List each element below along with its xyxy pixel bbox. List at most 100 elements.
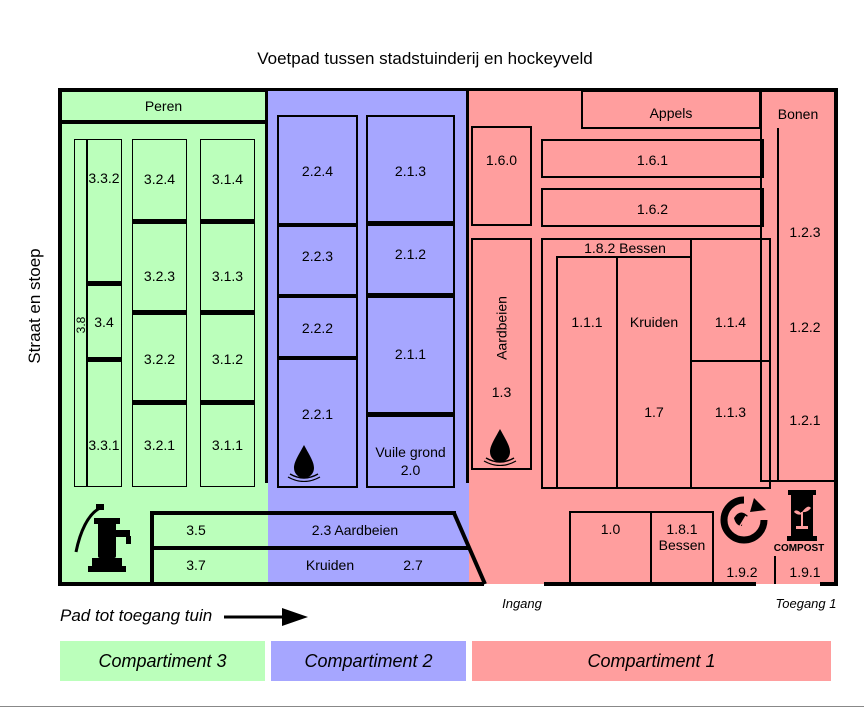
label-1-8-1: 1.8.1	[666, 521, 698, 537]
label-vuile-grond: Vuile grond	[375, 444, 446, 460]
sep-3-2-c	[132, 400, 187, 405]
label-2-1-3: 2.1.3	[394, 163, 427, 179]
water-pump-icon	[74, 504, 131, 572]
bed-appels[interactable]: Appels	[581, 90, 761, 129]
legend-compartment-1-label: Compartiment 1	[587, 650, 716, 671]
label-2-0: 2.0	[400, 462, 421, 478]
label-2-1-2: 2.1.2	[394, 246, 427, 262]
label-1-0: 1.0	[600, 521, 621, 537]
bottom-beds-slant	[452, 512, 487, 585]
peren-underline	[60, 121, 267, 124]
label-3-1-4: 3.1.4	[211, 171, 244, 187]
label-kruiden-1: Kruiden	[629, 314, 679, 330]
legend-compartment-3-label: Compartiment 3	[98, 650, 227, 671]
recycle-icon	[720, 496, 768, 544]
sep-3-3-b	[86, 357, 122, 362]
label-1-6-2: 1.6.2	[636, 201, 669, 217]
label-kruiden-2: Kruiden	[305, 557, 355, 573]
label-1-1-4: 1.1.4	[714, 314, 747, 330]
label-1-6-0: 1.6.0	[485, 152, 518, 168]
bed-2-2[interactable]	[277, 115, 358, 488]
peren-label: Peren	[144, 98, 183, 114]
label-3-7: 3.7	[186, 557, 206, 573]
arrow-right-icon	[224, 608, 308, 626]
map-title: Voetpad tussen stadstuinderij en hockeyv…	[257, 49, 593, 68]
compartment-2-area	[268, 90, 469, 584]
compartment-3-area	[60, 90, 268, 584]
divider-2-1	[466, 88, 469, 483]
bed-1-6-2[interactable]: 1.6.2	[541, 188, 764, 227]
bed-2-1[interactable]	[366, 115, 455, 488]
path-label: Pad tot toegang tuin	[60, 606, 213, 625]
bed-kruiden-1-7[interactable]: Kruiden 1.7	[616, 256, 692, 489]
outline-bottom-mid	[544, 582, 756, 586]
bed-1-6-0[interactable]: 1.6.0	[471, 126, 532, 226]
legend-compartment-2: Compartiment 2	[271, 641, 466, 681]
bed-1-8-1[interactable]: 1.8.1 Bessen	[650, 511, 714, 584]
appels-label: Appels	[649, 105, 693, 121]
outline-top	[58, 88, 838, 91]
sep-1-9	[774, 556, 776, 584]
bed-bonen[interactable]: Bonen 1.2.3 1.2.2 1.2.1	[760, 90, 836, 482]
label-2-2-3: 2.2.3	[301, 248, 334, 264]
bed-peren[interactable]: Peren	[60, 90, 267, 122]
water-drop-icon	[287, 445, 321, 482]
label-3-2-1: 3.2.1	[143, 437, 176, 453]
bonen-label: Bonen	[777, 106, 819, 122]
label-3-2-3: 3.2.3	[143, 268, 176, 284]
bed-3-3[interactable]	[86, 139, 122, 487]
bed-3-8[interactable]	[74, 139, 88, 487]
label-2-3-aardbeien: 2.3 Aardbeien	[311, 522, 399, 538]
bed-1-0[interactable]: 1.0	[569, 511, 652, 584]
label-2-2-2: 2.2.2	[301, 320, 334, 336]
sep-2-1-c	[366, 412, 455, 417]
bed-1-1-3[interactable]: 1.1.3	[690, 360, 771, 489]
outline-bottom-left	[58, 582, 484, 586]
legend-compartment-3: Compartiment 3	[60, 641, 265, 681]
label-1-3: 1.3	[491, 384, 512, 400]
label-1-2-2: 1.2.2	[789, 319, 821, 335]
water-drop-icon	[483, 429, 517, 466]
sep-2-1-a	[366, 221, 455, 226]
sep-3-1-a	[200, 219, 255, 224]
label-1-1-1: 1.1.1	[571, 314, 603, 330]
label-1-6-1: 1.6.1	[636, 152, 669, 168]
label-1-9-2: 1.9.2	[726, 564, 758, 580]
label-2-1-1: 2.1.1	[394, 346, 427, 362]
label-2-2-1: 2.2.1	[301, 406, 334, 422]
label-2-2-4: 2.2.4	[301, 163, 334, 179]
bed-1-1-1[interactable]: 1.1.1	[556, 256, 618, 489]
bed-aardbeien-1-3[interactable]: Aardbeien 1.3	[471, 238, 532, 470]
sep-3-3-a	[86, 281, 122, 286]
label-1-2-3: 1.2.3	[789, 224, 821, 240]
street-label: Straat en stoep	[25, 248, 44, 364]
sep-3-1-b	[200, 310, 255, 315]
label-3-5: 3.5	[186, 522, 206, 538]
sep-2-2-c	[277, 356, 358, 360]
label-3-2-2: 3.2.2	[143, 351, 176, 367]
sep-2-1-b	[366, 293, 455, 298]
label-3-2-4: 3.2.4	[143, 171, 176, 187]
bottom-beds-mid	[150, 546, 468, 550]
label-3-4: 3.4	[94, 314, 114, 330]
bed-1-1-4[interactable]: 1.1.4	[690, 238, 771, 362]
label-1-1-3: 1.1.3	[714, 404, 747, 420]
divider-3-2	[265, 88, 268, 483]
label-3-1-3: 3.1.3	[211, 268, 244, 284]
bed-1-6-1[interactable]: 1.6.1	[541, 139, 764, 178]
compost-bin-icon	[787, 490, 817, 541]
entrance-label: Ingang	[502, 596, 542, 611]
label-1-2-1: 1.2.1	[789, 412, 821, 428]
outline-left	[58, 88, 62, 586]
compost-label: COMPOST	[773, 543, 825, 554]
bottom-beds-top	[150, 511, 456, 515]
label-3-1-2: 3.1.2	[211, 351, 244, 367]
legend-compartment-1: Compartiment 1	[472, 641, 831, 681]
sep-3-2-a	[132, 219, 187, 224]
outline-right	[834, 88, 838, 586]
bonen-inner-line	[777, 128, 779, 482]
label-1-9-1: 1.9.1	[789, 564, 821, 580]
outline-bottom-right	[820, 582, 838, 586]
label-3-3-2: 3.3.2	[88, 170, 120, 186]
aardbeien-label: Aardbeien	[493, 296, 510, 360]
